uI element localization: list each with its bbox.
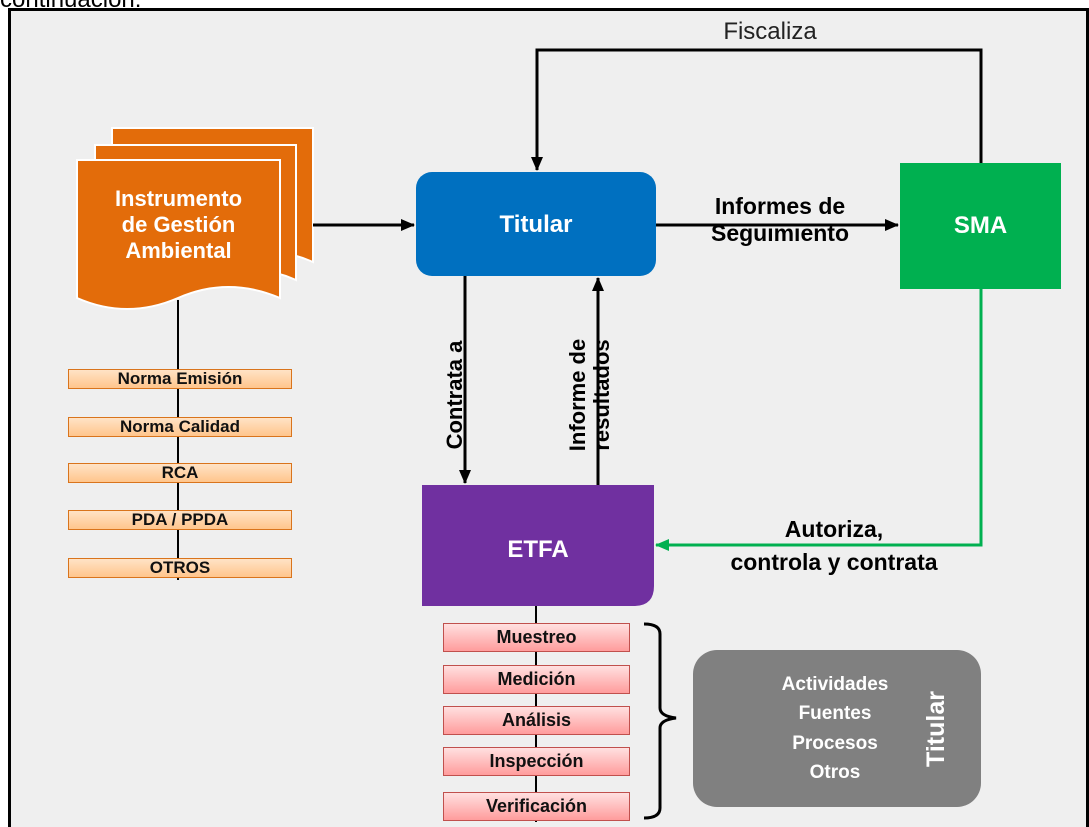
standard-item: Norma Calidad bbox=[68, 417, 292, 437]
instrument-label-line-3: Ambiental bbox=[125, 237, 232, 263]
autoriza-arrow bbox=[655, 289, 983, 551]
autoriza-line-1: Autoriza, bbox=[784, 516, 884, 542]
informe-resultados-line-1: Informe de bbox=[565, 338, 590, 452]
informes-label-line-1: Informes de bbox=[714, 193, 846, 219]
titular-activity-item: Otros bbox=[809, 762, 861, 784]
fiscaliza-label: Fiscaliza bbox=[723, 18, 817, 45]
sma-box bbox=[900, 163, 1061, 289]
informe-resultados-line-2: resultados bbox=[589, 339, 615, 451]
informe-resultados-label: Informe de resultados bbox=[565, 320, 620, 470]
titular-activities-list: Actividades Fuentes Procesos Otros bbox=[760, 670, 910, 788]
autoriza-line-2: controla y contrata bbox=[730, 548, 938, 575]
standard-item: PDA / PPDA bbox=[68, 510, 292, 530]
standard-item: Norma Emisión bbox=[68, 369, 292, 389]
informes-seguimiento-label: Informes de Seguimiento bbox=[680, 193, 880, 247]
titular-label: Titular bbox=[499, 211, 573, 238]
titular-side-label: Titular bbox=[922, 691, 950, 767]
etfa-activity-item: Verificación bbox=[443, 792, 630, 821]
standard-item: OTROS bbox=[68, 558, 292, 578]
contrata-label: Contrata a bbox=[442, 340, 467, 450]
titular-activity-item: Procesos bbox=[792, 732, 878, 754]
titular-activity-item: Actividades bbox=[781, 674, 889, 695]
activities-brace bbox=[643, 622, 677, 820]
instrument-label-line-2: de Gestión bbox=[121, 211, 236, 237]
etfa-label: ETFA bbox=[507, 536, 569, 563]
etfa-activity-item: Muestreo bbox=[443, 623, 630, 652]
titular-activities-box bbox=[693, 650, 981, 807]
etfa-box bbox=[422, 485, 654, 606]
informes-label-line-2: Seguimiento bbox=[710, 220, 849, 247]
instrument-label: Instrumento de Gestión Ambiental bbox=[77, 186, 280, 264]
instrument-label-line-1: Instrumento bbox=[114, 186, 243, 211]
sma-label: SMA bbox=[953, 212, 1008, 239]
fiscaliza-arrow bbox=[531, 48, 983, 171]
etfa-activity-item: Análisis bbox=[443, 706, 630, 735]
titular-box bbox=[416, 172, 656, 276]
etfa-activity-item: Medición bbox=[443, 665, 630, 694]
instrument-document-stack bbox=[76, 127, 314, 310]
standard-item: RCA bbox=[68, 463, 292, 483]
titular-activity-item: Fuentes bbox=[798, 703, 872, 725]
etfa-activity-item: Inspección bbox=[443, 747, 630, 776]
autoriza-label: Autoriza, controla y contrata bbox=[686, 513, 982, 578]
